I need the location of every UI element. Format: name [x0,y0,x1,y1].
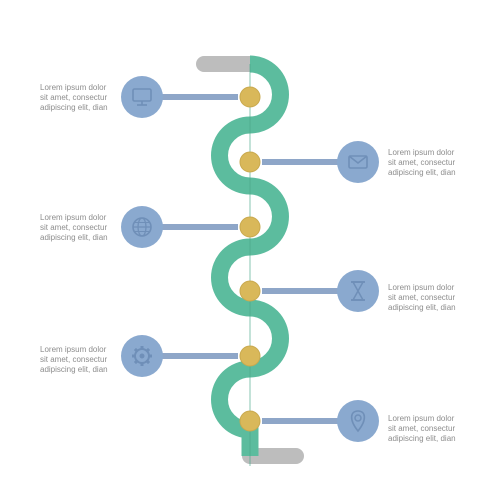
step-4-pin [239,280,261,302]
step-6-line-1: Lorem ipsum dolor [388,414,455,423]
step-1-line-1: Lorem ipsum dolor [40,83,107,92]
step-2-marker [239,141,379,183]
step-2-pin [239,151,261,173]
step-2-line-2: sit amet, consectur [388,158,456,167]
hourglass-icon [351,281,365,301]
step-1-line-2: sit amet, consectur [40,93,108,102]
step-6-pin [239,410,261,432]
step-4-line-3: adipiscing elit, dian [388,303,456,312]
map-pin-icon [350,410,366,433]
step-5-line-2: sit amet, consectur [40,355,108,364]
step-4-line-2: sit amet, consectur [388,293,456,302]
step-3-pin [239,216,261,238]
step-5-marker [121,335,261,377]
step-3-line-2: sit amet, consectur [40,223,108,232]
globe-icon [132,217,152,237]
monitor-icon [132,88,152,106]
step-6-line-3: adipiscing elit, dian [388,434,456,443]
step-1-line-3: adipiscing elit, dian [40,103,108,112]
step-3-marker [121,206,261,248]
step-4-text: Lorem ipsum dolor sit amet, consectur ad… [388,283,460,313]
step-1-marker [121,76,261,118]
step-2-line-1: Lorem ipsum dolor [388,148,455,157]
envelope-icon [348,155,368,169]
step-5-text: Lorem ipsum dolor sit amet, consectur ad… [40,345,112,375]
step-3-line-1: Lorem ipsum dolor [40,213,107,222]
gear-icon [132,346,152,366]
step-5-pin [239,345,261,367]
step-1-icon-circle [121,76,163,118]
step-6-text: Lorem ipsum dolor sit amet, consectur ad… [388,414,460,444]
step-4-marker [239,270,379,312]
step-1-text: Lorem ipsum dolor sit amet, consectur ad… [40,83,112,113]
step-3-text: Lorem ipsum dolor sit amet, consectur ad… [40,213,112,243]
step-5-line-3: adipiscing elit, dian [40,365,108,374]
step-2-text: Lorem ipsum dolor sit amet, consectur ad… [388,148,460,178]
step-2-line-3: adipiscing elit, dian [388,168,456,177]
step-3-line-3: adipiscing elit, dian [40,233,108,242]
step-4-line-1: Lorem ipsum dolor [388,283,455,292]
step-5-line-1: Lorem ipsum dolor [40,345,107,354]
steps-layer [121,76,379,442]
step-1-pin [239,86,261,108]
step-6-line-2: sit amet, consectur [388,424,456,433]
step-6-marker [239,400,379,442]
